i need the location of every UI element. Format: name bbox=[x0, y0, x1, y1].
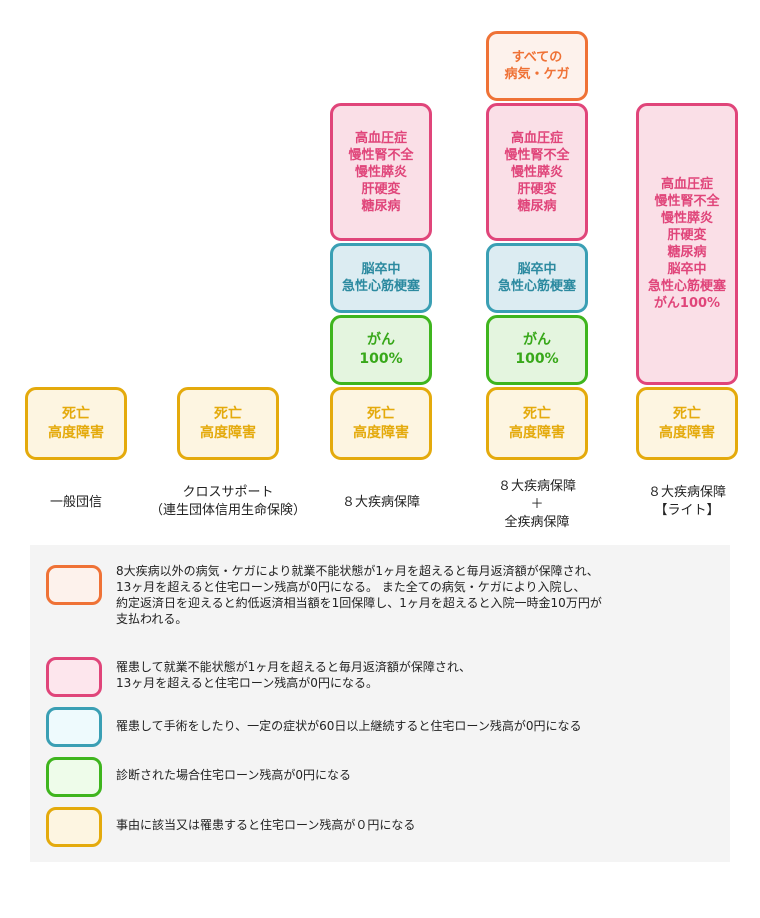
legend-text-stroke-heart: 罹患して手術をしたり、一定の症状が60日以上継続すると住宅ローン残高が0円になる bbox=[116, 719, 582, 733]
col5-label: ８大疾病保障 【ライト】 bbox=[647, 485, 726, 518]
col2-death-text: 死亡 高度障害 bbox=[200, 405, 256, 441]
legend-swatch-pink bbox=[46, 657, 102, 697]
col3-stroke-heart-text: 脳卒中 急性心筋梗塞 bbox=[341, 262, 420, 294]
col3-cancer-text: がん 100% bbox=[359, 332, 403, 367]
col5-death-text: 死亡 高度障害 bbox=[659, 405, 715, 441]
col4-cancer-box: がん 100% bbox=[486, 315, 588, 385]
legend-text-all-illness: 8大疾病以外の病気・ケガにより就業不能状態が1ヶ月を超えると毎月返済額が保障され… bbox=[116, 564, 602, 626]
col3-stroke-heart-box: 脳卒中 急性心筋梗塞 bbox=[330, 243, 432, 313]
legend-text-death: 事由に該当又は罹患すると住宅ローン残高が０円になる bbox=[116, 818, 416, 832]
legend-text-chronic: 罹患して就業不能状態が1ヶ月を超えると毎月返済額が保障され、 13ヶ月を超えると… bbox=[116, 660, 472, 690]
col4-chronic-box: 高血圧症 慢性腎不全 慢性膵炎 肝硬変 糖尿病 bbox=[486, 103, 588, 241]
col2-death-box: 死亡 高度障害 bbox=[177, 387, 279, 460]
legend-text-cancer: 診断された場合住宅ローン残高が0円になる bbox=[116, 768, 352, 782]
col5-death-box: 死亡 高度障害 bbox=[636, 387, 738, 460]
col1-death-box: 死亡 高度障害 bbox=[25, 387, 127, 460]
col3-death-box: 死亡 高度障害 bbox=[330, 387, 432, 460]
col3-death-text: 死亡 高度障害 bbox=[353, 405, 409, 441]
legend-panel: 8大疾病以外の病気・ケガにより就業不能状態が1ヶ月を超えると毎月返済額が保障され… bbox=[30, 545, 730, 862]
col5-combined-text: 高血圧症 慢性腎不全 慢性膵炎 肝硬変 糖尿病 脳卒中 急性心筋梗塞 がん100… bbox=[647, 177, 726, 311]
legend-swatch-blue bbox=[46, 707, 102, 747]
col4-stroke-heart-text: 脳卒中 急性心筋梗塞 bbox=[497, 262, 576, 294]
legend-item-stroke-heart: 罹患して手術をしたり、一定の症状が60日以上継続すると住宅ローン残高が0円になる bbox=[46, 707, 581, 747]
col3-cancer-box: がん 100% bbox=[330, 315, 432, 385]
col3-label: ８大疾病保障 bbox=[341, 495, 420, 510]
col5-combined-box: 高血圧症 慢性腎不全 慢性膵炎 肝硬変 糖尿病 脳卒中 急性心筋梗塞 がん100… bbox=[636, 103, 738, 385]
col4-all-illness-text: すべての 病気・ケガ bbox=[504, 50, 570, 82]
col4-label: ８大疾病保障 ＋ 全疾病保障 bbox=[497, 479, 576, 530]
col3-chronic-text: 高血圧症 慢性腎不全 慢性膵炎 肝硬変 糖尿病 bbox=[348, 130, 414, 214]
col3-chronic-box: 高血圧症 慢性腎不全 慢性膵炎 肝硬変 糖尿病 bbox=[330, 103, 432, 241]
col4-death-text: 死亡 高度障害 bbox=[509, 405, 565, 441]
legend-item-death: 事由に該当又は罹患すると住宅ローン残高が０円になる bbox=[46, 807, 415, 847]
col4-cancer-text: がん 100% bbox=[515, 332, 559, 367]
col1-label: 一般団信 bbox=[49, 495, 102, 510]
col4-chronic-text: 高血圧症 慢性腎不全 慢性膵炎 肝硬変 糖尿病 bbox=[504, 130, 570, 214]
col1-death-text: 死亡 高度障害 bbox=[48, 405, 104, 441]
col4-all-illness-box: すべての 病気・ケガ bbox=[486, 31, 588, 101]
legend-item-cancer: 診断された場合住宅ローン残高が0円になる bbox=[46, 757, 351, 797]
legend-item-chronic: 罹患して就業不能状態が1ヶ月を超えると毎月返済額が保障され、 13ヶ月を超えると… bbox=[46, 657, 471, 697]
col4-death-box: 死亡 高度障害 bbox=[486, 387, 588, 460]
col2-label: クロスサポート （連生団体信用生命保険） bbox=[149, 485, 306, 518]
col4-stroke-heart-box: 脳卒中 急性心筋梗塞 bbox=[486, 243, 588, 313]
legend-swatch-gold bbox=[46, 807, 102, 847]
legend-swatch-orange bbox=[46, 565, 102, 605]
legend-swatch-green bbox=[46, 757, 102, 797]
legend-item-all-illness: 8大疾病以外の病気・ケガにより就業不能状態が1ヶ月を超えると毎月返済額が保障され… bbox=[46, 564, 602, 627]
